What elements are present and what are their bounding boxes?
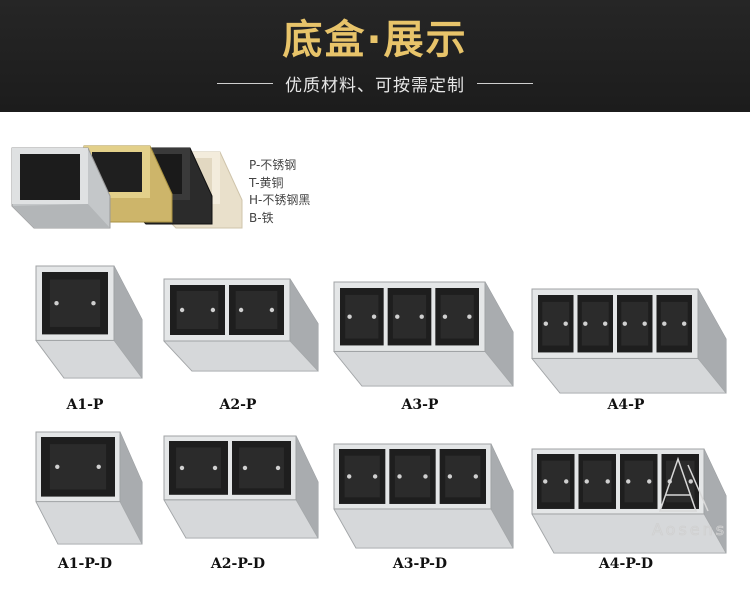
product-caption: A2-P	[219, 397, 257, 413]
right-divider	[477, 82, 533, 84]
svg-text:Aosens: Aosens	[652, 520, 727, 539]
product-image	[528, 445, 728, 557]
product-image	[32, 262, 144, 382]
product-image	[32, 428, 144, 548]
left-divider	[217, 82, 273, 84]
product-image	[528, 285, 728, 397]
product-caption: A3-P-D	[392, 556, 448, 572]
material-legend: P-不锈钢 T-黄铜 H-不锈钢黑 B-铁	[249, 157, 310, 227]
product-image	[160, 275, 320, 375]
product-image	[330, 440, 515, 552]
material-samples-image	[8, 138, 244, 234]
product-image	[330, 278, 515, 390]
product-image	[160, 432, 320, 542]
product-caption: A3-P	[401, 397, 439, 413]
page-subtitle: 优质材料、可按需定制	[285, 75, 465, 96]
product-caption: A4-P-D	[598, 556, 654, 572]
product-caption: A1-P	[66, 397, 104, 413]
sample-steel	[11, 147, 111, 229]
subtitle-row: 优质材料、可按需定制	[0, 72, 750, 96]
legend-item: H-不锈钢黑	[249, 193, 311, 207]
legend-item: T-黄铜	[249, 175, 284, 190]
product-caption: A2-P-D	[210, 556, 266, 572]
header-banner: 底盒·展示 优质材料、可按需定制	[0, 0, 750, 112]
page-title: 底盒·展示	[282, 17, 468, 63]
legend-item: P-不锈钢	[249, 158, 297, 172]
product-caption: A1-P-D	[57, 556, 113, 572]
legend-item: B-铁	[249, 210, 274, 225]
product-caption: A4-P	[607, 397, 645, 413]
watermark-logo: Aosens	[648, 455, 742, 539]
